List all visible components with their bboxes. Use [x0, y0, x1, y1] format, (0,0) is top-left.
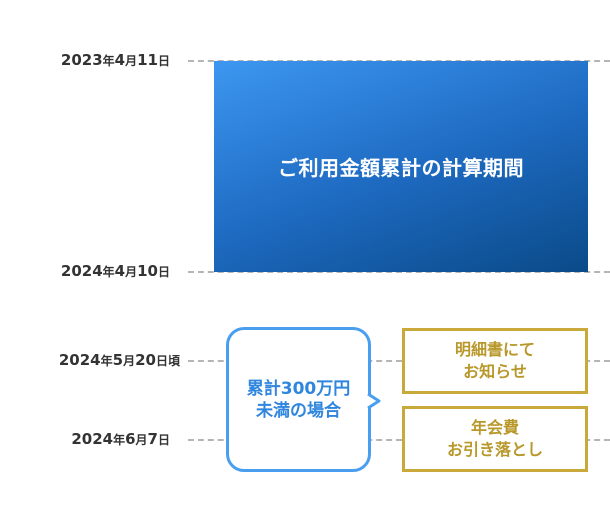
date-day-unit: 日 [157, 265, 170, 279]
date-year-unit: 年 [100, 354, 113, 368]
date-day: 11 [137, 51, 158, 69]
bubble-pointer-icon [367, 393, 381, 409]
date-month: 4 [114, 262, 126, 280]
date-year: 2024 [60, 262, 103, 280]
date-month: 4 [114, 51, 126, 69]
statement-notice-line-1: 明細書にて [454, 340, 535, 359]
guide-line-debit [188, 439, 610, 441]
condition-bubble: 累計300万円 未満の場合 [226, 327, 371, 472]
date-day-unit: 日 [155, 354, 168, 368]
date-month-unit: 月 [125, 265, 138, 279]
date-day: 10 [137, 262, 158, 280]
date-end: 2024年4月10日 [61, 262, 170, 280]
date-year: 2023 [60, 51, 103, 69]
guide-line-statement [188, 360, 610, 362]
date-day: 20 [135, 351, 156, 369]
date-day-unit: 日 [157, 433, 170, 447]
calculation-period-label: ご利用金額累計の計算期間 [278, 156, 524, 180]
statement-notice-line-2: お知らせ [463, 362, 527, 381]
date-year: 2024 [71, 430, 114, 448]
date-year-unit: 年 [113, 433, 126, 447]
annual-fee-line-1: 年会費 [470, 418, 519, 437]
date-year-unit: 年 [102, 54, 115, 68]
guide-line-end [188, 271, 610, 273]
condition-line-1: 累計300万円 [246, 378, 351, 399]
date-day: 7 [147, 430, 158, 448]
date-day-unit: 日 [157, 54, 170, 68]
date-month: 5 [112, 351, 124, 369]
date-debit: 2024年6月7日 [71, 430, 170, 448]
date-month: 6 [125, 430, 136, 448]
date-month-unit: 月 [125, 54, 138, 68]
date-month-unit: 月 [135, 433, 148, 447]
date-year: 2024 [58, 351, 101, 369]
condition-line-2: 未満の場合 [256, 400, 341, 421]
date-year-unit: 年 [102, 265, 115, 279]
annual-fee-debit-box: 年会費 お引き落とし [402, 406, 588, 472]
calculation-period-block: ご利用金額累計の計算期間 [214, 61, 588, 272]
date-statement: 2024年5月20日頃 [59, 351, 180, 369]
date-suffix: 頃 [167, 354, 180, 368]
date-month-unit: 月 [123, 354, 136, 368]
statement-notice-box: 明細書にて お知らせ [402, 328, 588, 394]
annual-fee-line-2: お引き落とし [446, 440, 543, 459]
date-start: 2023年4月11日 [61, 51, 170, 69]
